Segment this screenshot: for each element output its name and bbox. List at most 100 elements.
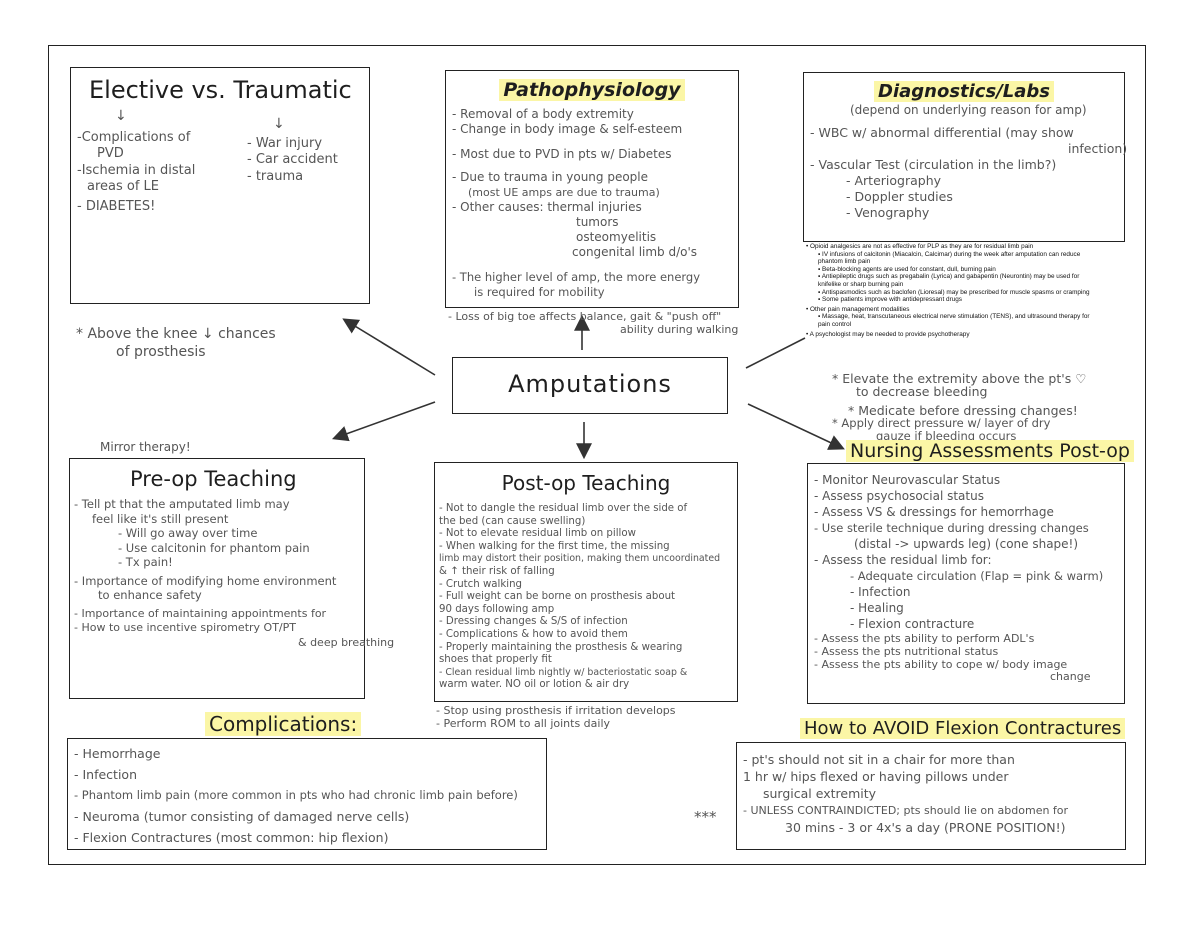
list-item: feel like it's still present: [92, 511, 229, 526]
list-item: - Healing: [850, 601, 904, 615]
list-item: PVD: [97, 146, 124, 162]
down-arrow-icon: ↓: [273, 116, 285, 132]
list-item: - Other causes: thermal injuries: [452, 200, 642, 214]
list-item: - Doppler studies: [846, 189, 953, 204]
complications-box: - Hemorrhage - Infection - Phantom limb …: [67, 738, 547, 850]
list-item: - Not to dangle the residual limb over t…: [439, 503, 688, 514]
list-item: - Removal of a body extremity: [452, 107, 634, 121]
list-item: & ↑ their risk of falling: [439, 565, 555, 577]
list-item: 1 hr w/ hips flexed or having pillows un…: [743, 769, 1009, 784]
down-arrow-icon: ↓: [115, 108, 127, 124]
elective-list: -Complications of PVD -Ischemia in dista…: [77, 130, 195, 215]
list-item: - War injury: [247, 136, 323, 151]
list-item: warm water. NO oil or lotion & air dry: [439, 679, 630, 691]
postop-list: - Not to dangle the residual limb over t…: [439, 503, 720, 692]
sub-bullets: ▪ IV infusions of calcitonin (Miacalcin,…: [818, 250, 1090, 304]
preop-title: Pre-op Teaching: [130, 467, 297, 491]
list-item: - Assess psychosocial status: [814, 489, 984, 503]
list-item: - Due to trauma in young people: [452, 170, 649, 184]
list-item: - Car accident: [247, 152, 338, 168]
list-item: - Tx pain!: [118, 555, 173, 569]
pain-management-printout: • Opioid analgesics are not as effective…: [806, 243, 1098, 339]
pathophysiology-box: Pathophysiology - Removal of a body extr…: [445, 70, 739, 308]
list-item: (most UE amps are due to trauma): [468, 186, 660, 199]
list-item: - Infection: [74, 767, 138, 782]
bullet: • A psychologist may be needed to provid…: [806, 330, 970, 338]
list-item: to enhance safety: [98, 588, 202, 602]
list-item: 30 mins - 3 or 4x's a day (PRONE POSITIO…: [785, 820, 1066, 835]
list-item: - Tell pt that the amputated limb may: [74, 497, 290, 511]
list-item: - Dressing changes & S/S of infection: [439, 616, 628, 628]
list-item: - Flexion contracture: [850, 617, 975, 631]
list-item: - Assess the residual limb for:: [814, 553, 992, 567]
patho-title: Pathophysiology: [446, 79, 738, 101]
list-item: & deep breathing: [298, 635, 395, 649]
list-item: - Assess the pts ability to perform ADL'…: [814, 632, 1035, 645]
stars-marker: ***: [694, 808, 717, 826]
list-item: - Monitor Neurovascular Status: [814, 473, 1001, 487]
elective-box: Elective vs. Traumatic ↓ ↓ -Complication…: [70, 67, 370, 304]
list-item: limb may distort their position, making …: [439, 553, 721, 565]
list-item: - Arteriography: [846, 173, 942, 188]
list-item: - WBC w/ abnormal differential (may show: [810, 125, 1074, 140]
list-item: - Hemorrhage: [74, 746, 161, 761]
postop-title: Post-op Teaching: [501, 471, 671, 495]
list-item: - trauma: [247, 168, 304, 184]
list-item: - The higher level of amp, the more ener…: [452, 270, 701, 284]
center-label: Amputations: [508, 370, 672, 398]
list-item: - Clean residual limb nightly w/ bacteri…: [439, 666, 688, 678]
center-box: Amputations: [452, 357, 728, 414]
list-item: areas of LE: [87, 178, 160, 194]
list-item: surgical extremity: [763, 786, 877, 801]
list-item: - Not to elevate residual limb on pillow: [439, 528, 636, 540]
list-item: - Adequate circulation (Flap = pink & wa…: [850, 569, 1104, 583]
list-item: (distal -> upwards leg) (cone shape!): [854, 537, 1079, 551]
avoid-title: How to AVOID Flexion Contractures: [800, 718, 1126, 739]
diag-list: - WBC w/ abnormal differential (may show…: [810, 125, 1127, 221]
traumatic-list: - War injury - Car accident - trauma: [247, 136, 338, 185]
bullet: • Opioid analgesics are not as effective…: [806, 243, 1034, 250]
avoid-box: - pt's should not sit in a chair for mor…: [736, 742, 1126, 850]
list-item: - Properly maintaining the prosthesis & …: [439, 641, 683, 653]
nursing-title: Nursing Assessments Post-op: [846, 440, 1134, 462]
list-item: - UNLESS CONTRAINDICTED; pts should lie …: [743, 804, 1069, 817]
list-item: infection): [1068, 141, 1128, 156]
list-item: - How to use incentive spirometry OT/PT: [74, 621, 296, 634]
postop-note-below: - Stop using prosthesis if irritation de…: [436, 704, 676, 730]
complications-list: - Hemorrhage - Infection - Phantom limb …: [74, 743, 518, 848]
list-item: - Will go away over time: [118, 526, 258, 540]
list-item: - Neuroma (tumor consisting of damaged n…: [74, 809, 410, 824]
list-item: tumors: [576, 215, 619, 229]
list-item: - Full weight can be borne on prosthesis…: [439, 591, 676, 603]
list-item: congenital limb d/o's: [572, 245, 698, 259]
list-item: osteomyelitis: [576, 230, 657, 244]
list-item: -Complications of: [77, 130, 191, 145]
bullet: • Other pain management modalities: [806, 305, 910, 313]
list-item: - Flexion Contractures (most common: hip…: [74, 830, 389, 845]
list-item: - Venography: [846, 205, 930, 220]
list-item: shoes that properly fit: [439, 654, 552, 666]
list-item: is required for mobility: [474, 285, 605, 299]
preop-list: - Tell pt that the amputated limb may fe…: [74, 497, 394, 650]
elective-title: Elective vs. Traumatic: [89, 76, 352, 104]
list-item: - Use calcitonin for phantom pain: [118, 540, 310, 555]
right-notes: * Elevate the extremity above the pt's ♡…: [832, 371, 1087, 443]
list-item: the bed (can cause swelling): [439, 515, 586, 527]
list-item: - Assess the pts ability to cope w/ body…: [814, 658, 1068, 671]
list-item: - Importance of modifying home environme…: [74, 573, 337, 588]
diag-subtitle: (depend on underlying reason for amp): [850, 103, 1087, 117]
list-item: - Change in body image & self-esteem: [452, 122, 683, 136]
list-item: - Importance of maintaining appointments…: [74, 606, 327, 620]
diag-title: Diagnostics/Labs: [804, 81, 1124, 102]
patho-note-below: - Loss of big toe affects balance, gait …: [448, 310, 739, 336]
complications-title: Complications:: [205, 712, 362, 736]
list-item: - pt's should not sit in a chair for mor…: [743, 752, 1015, 767]
diagnostics-box: Diagnostics/Labs (depend on underlying r…: [803, 72, 1127, 242]
list-item: - Use sterile technique during dressing …: [814, 521, 1089, 535]
nursing-box: - Monitor Neurovascular Status - Assess …: [807, 463, 1125, 704]
postop-box: Post-op Teaching - Not to dangle the res…: [434, 462, 738, 702]
list-item: - Most due to PVD in pts w/ Diabetes: [452, 147, 672, 161]
mirror-therapy-note: Mirror therapy!: [100, 440, 191, 454]
avoid-list: - pt's should not sit in a chair for mor…: [743, 751, 1068, 836]
list-item: - Crutch walking: [439, 578, 523, 590]
